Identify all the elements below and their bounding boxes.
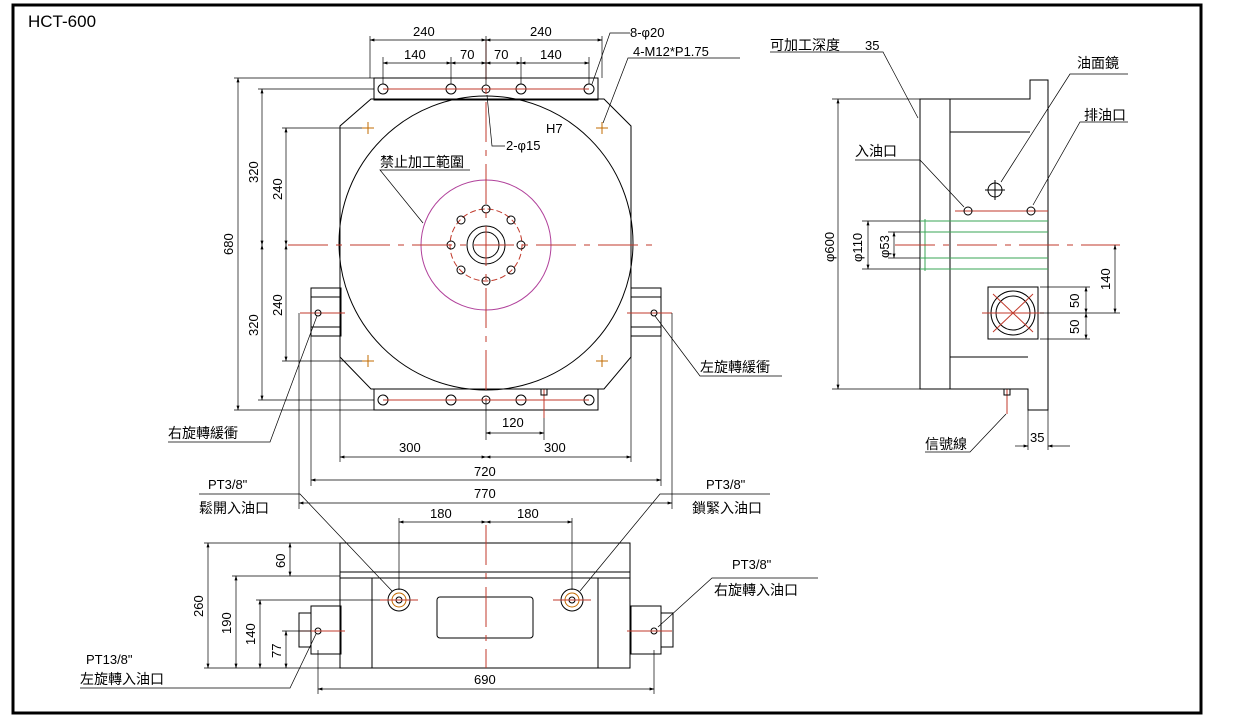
callout-holes: 8-φ20 <box>630 25 664 40</box>
dim-front-180-left: 180 <box>430 506 452 521</box>
dim-front-77: 77 <box>269 644 284 658</box>
dim-bottom-300-left: 300 <box>399 440 421 455</box>
dim-phi-600: φ600 <box>822 232 837 262</box>
left-rotation-inlet-label: 左旋轉入油口 <box>80 671 164 687</box>
inlet-label: 入油口 <box>855 143 897 159</box>
dim-top-240-left: 240 <box>413 24 435 39</box>
dim-front-180-right: 180 <box>517 506 539 521</box>
signal-label: 信號線 <box>925 436 967 452</box>
dim-front-190: 190 <box>219 612 234 634</box>
dim-front-260: 260 <box>191 595 206 617</box>
dim-phi-110: φ110 <box>850 233 865 262</box>
release-inlet-label: 鬆開入油口 <box>199 500 269 516</box>
oil-gauge-label: 油面鏡 <box>1077 55 1119 71</box>
dim-side-35: 35 <box>1030 430 1044 445</box>
dim-bottom-300-right: 300 <box>544 440 566 455</box>
dim-bottom-720: 720 <box>474 464 496 479</box>
fit-h7: H7 <box>546 121 563 136</box>
pt-lock: PT3/8" <box>706 477 746 492</box>
front-top-plate <box>339 542 631 573</box>
left-buffer-block <box>310 287 342 337</box>
front-view <box>80 493 818 694</box>
dim-left-320-top: 320 <box>246 161 261 183</box>
dim-front-690: 690 <box>474 672 496 687</box>
front-body <box>339 571 631 669</box>
drain-label: 排油口 <box>1084 107 1126 123</box>
dim-phi-53: φ53 <box>877 235 892 258</box>
right-buffer-block <box>630 287 662 337</box>
right-buffer-label: 右旋轉緩衝 <box>168 425 238 441</box>
dim-left-240-bottom: 240 <box>270 294 285 316</box>
dim-top-70-left: 70 <box>460 47 474 62</box>
dim-top-70-right: 70 <box>494 47 508 62</box>
machinable-depth-value: 35 <box>865 38 879 53</box>
dim-top-140-left: 140 <box>404 47 426 62</box>
left-buffer-label: 左旋轉緩衝 <box>700 359 770 375</box>
pt-right: PT3/8" <box>732 557 772 572</box>
front-window <box>436 596 534 639</box>
dim-front-60: 60 <box>273 554 288 568</box>
dim-left-680: 680 <box>221 233 236 255</box>
drawing-title: HCT-600 <box>28 12 96 31</box>
dim-top-140-right: 140 <box>540 47 562 62</box>
dim-bottom-120: 120 <box>502 415 524 430</box>
pt-left: PT13/8" <box>86 652 133 667</box>
callout-pin: 2-φ15 <box>506 138 540 153</box>
lock-inlet-label: 鎖緊入油口 <box>692 500 762 516</box>
dim-front-140: 140 <box>243 623 258 645</box>
dim-bottom-770: 770 <box>474 486 496 501</box>
top-body-outline <box>339 98 632 390</box>
dim-side-50-top: 50 <box>1067 294 1082 308</box>
top-view <box>168 32 782 509</box>
machinable-depth-label: 可加工深度 <box>770 37 840 53</box>
no-machining-label: 禁止加工範圍 <box>380 154 464 170</box>
dim-side-140: 140 <box>1098 268 1113 290</box>
dim-left-320-bottom: 320 <box>246 314 261 336</box>
callout-thread: 4-M12*P1.75 <box>633 44 709 59</box>
dim-side-50-bottom: 50 <box>1067 320 1082 334</box>
side-view <box>770 51 1128 453</box>
pt-release: PT3/8" <box>208 477 248 492</box>
right-rotation-inlet-label: 右旋轉入油口 <box>714 582 798 598</box>
drawing-border <box>11 3 1203 715</box>
dim-top-240-right: 240 <box>530 24 552 39</box>
dim-left-240-top: 240 <box>270 178 285 200</box>
